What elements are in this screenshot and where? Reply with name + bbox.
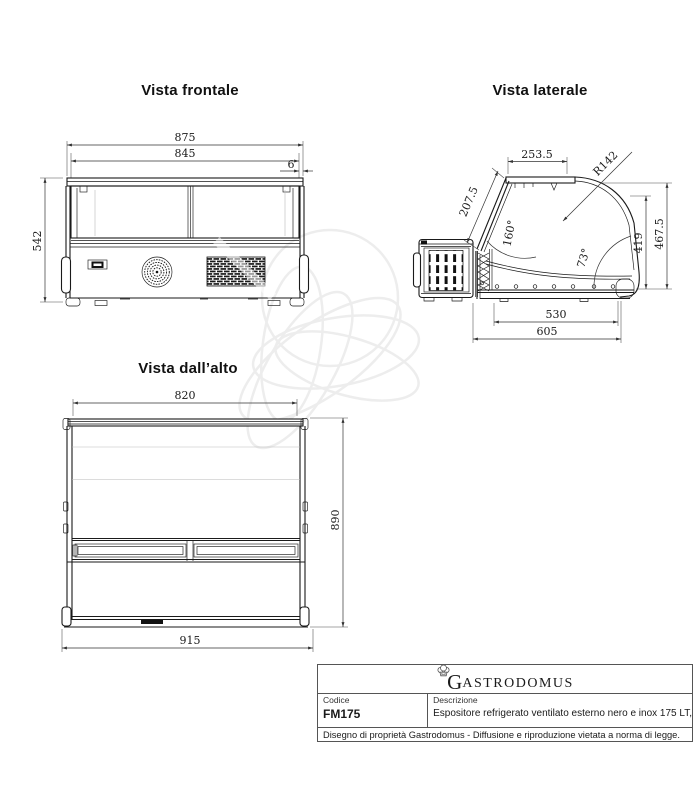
side-dim-253-5: 253.5: [521, 148, 553, 161]
brand-name: ASTRODOMUS: [462, 676, 574, 691]
side-dim-467-5: 467.5: [653, 218, 666, 250]
side-view-drawing: 253.5 R142 207.5 160° 419 467.5 73° 530 …: [412, 148, 672, 343]
top-dim-890: 890: [329, 510, 342, 531]
side-dim-73deg: 73°: [575, 247, 593, 269]
front-view-drawing: 875 845 6 542: [31, 131, 313, 307]
chef-hat-icon: [437, 665, 450, 677]
top-view-title: Vista dall’alto: [138, 360, 238, 377]
side-dim-530: 530: [546, 308, 567, 321]
brand-initial: G: [447, 670, 463, 694]
description-cell: Descrizione Espositore refrigerato venti…: [428, 694, 692, 727]
side-view-title: Vista laterale: [492, 82, 588, 99]
description-value: Espositore refrigerato ventilato esterno…: [433, 708, 692, 719]
side-dim-160deg: 160°: [500, 219, 518, 248]
code-cell: Codice FM175: [318, 694, 429, 727]
front-dim-845: 845: [175, 147, 196, 160]
top-dim-820: 820: [175, 389, 196, 402]
code-label: Codice: [323, 695, 350, 705]
side-dim-207-5: 207.5: [457, 185, 481, 219]
front-dim-542: 542: [31, 231, 44, 252]
front-dim-6: 6: [288, 158, 295, 171]
front-view-title: Vista frontale: [141, 82, 239, 99]
top-dim-915: 915: [180, 634, 201, 647]
copyright-note: Disegno di proprietà Gastrodomus - Diffu…: [318, 727, 692, 742]
side-dim-605: 605: [537, 325, 558, 338]
side-dim-r142: R142: [591, 149, 621, 179]
side-dim-419: 419: [632, 233, 645, 254]
front-dim-875: 875: [175, 131, 196, 144]
description-label: Descrizione: [433, 695, 478, 705]
top-view-drawing: 820 890 915: [61, 389, 348, 652]
code-value: FM175: [323, 707, 361, 721]
